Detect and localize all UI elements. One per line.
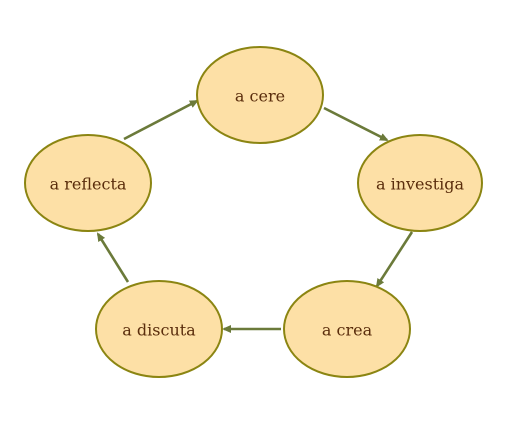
arrow-investiga-to-crea	[375, 231, 414, 288]
node-a-reflecta: a reflecta	[24, 134, 152, 232]
node-label: a discuta	[122, 321, 196, 340]
arrow-discuta-to-reflecta	[96, 232, 130, 283]
node-a-discuta: a discuta	[95, 280, 223, 378]
node-a-cere: a cere	[196, 46, 324, 144]
arrow-reflecta-to-cere	[123, 99, 199, 141]
node-label: a investiga	[376, 175, 465, 194]
arrow-cere-to-investiga	[323, 106, 389, 142]
node-label: a crea	[322, 321, 373, 340]
node-label: a reflecta	[50, 175, 127, 194]
node-a-crea: a crea	[283, 280, 411, 378]
node-a-investiga: a investiga	[357, 134, 483, 232]
node-label: a cere	[235, 87, 285, 106]
